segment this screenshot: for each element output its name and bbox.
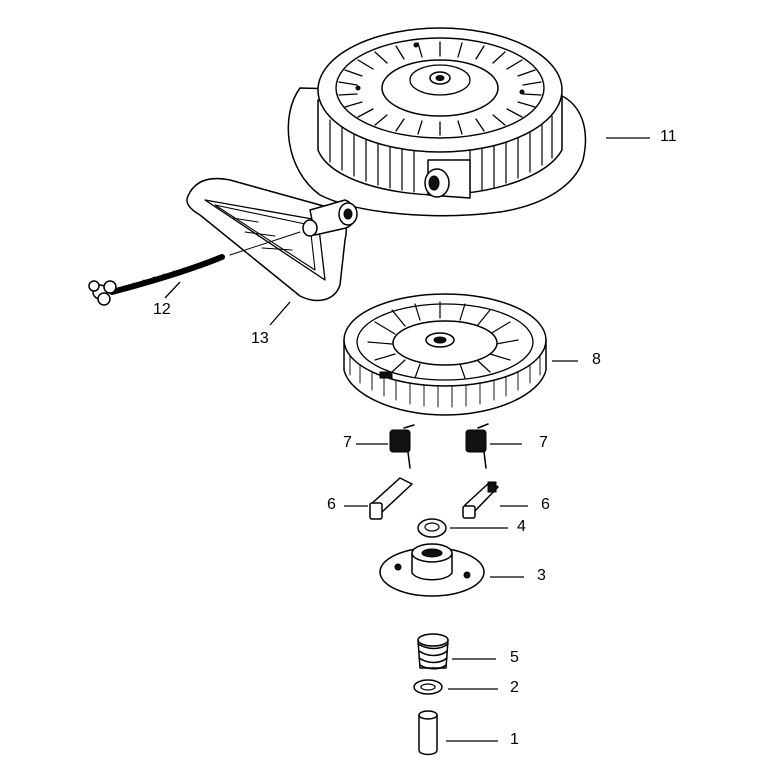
callout-1: 1 xyxy=(510,731,519,748)
part-5-spring xyxy=(417,633,449,670)
part-6-pawl-left xyxy=(369,477,413,520)
callout-6-left: 6 xyxy=(327,496,336,513)
leader-lines xyxy=(164,137,650,742)
callout-8: 8 xyxy=(592,351,601,368)
callout-4: 4 xyxy=(517,518,526,535)
part-4-washer xyxy=(417,518,447,538)
part-13-starter-handle xyxy=(186,177,358,302)
callout-11: 11 xyxy=(660,128,677,145)
part-8-rope-pulley xyxy=(343,293,547,416)
part-7-spring-left xyxy=(389,424,415,469)
part-11-starter-housing xyxy=(287,27,587,217)
callout-2: 2 xyxy=(510,679,519,696)
leader-13 xyxy=(269,301,291,326)
part-7-spring-right xyxy=(465,423,489,469)
part-2-washer xyxy=(413,679,443,695)
callout-12: 12 xyxy=(153,301,171,318)
part-12-starter-rope xyxy=(88,254,225,306)
callout-13: 13 xyxy=(251,330,269,347)
part-6-pawl-right xyxy=(462,481,499,519)
callout-7-right: 7 xyxy=(539,434,548,451)
part-3-retainer xyxy=(379,543,485,597)
callout-3: 3 xyxy=(537,567,546,584)
callout-7-left: 7 xyxy=(343,434,352,451)
callout-5: 5 xyxy=(510,649,519,666)
callout-6-right: 6 xyxy=(541,496,550,513)
leader-12 xyxy=(164,281,181,299)
part-1-center-pin xyxy=(418,710,438,756)
